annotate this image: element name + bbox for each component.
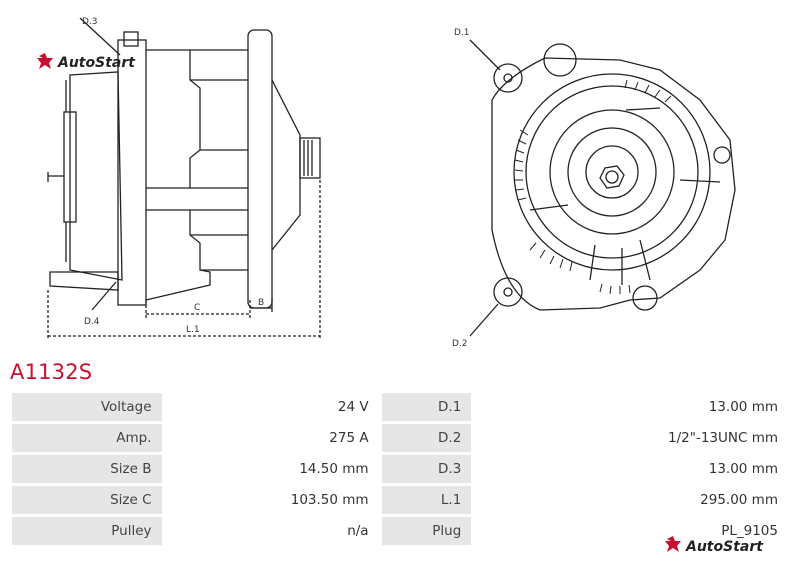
label-d4: D.4	[84, 317, 100, 327]
table-row: Pulley n/a Plug PL_9105	[12, 517, 788, 545]
spec-label: Size B	[12, 455, 162, 483]
table-row: Voltage 24 V D.1 13.00 mm	[12, 393, 788, 421]
label-d2: D.2	[452, 339, 468, 349]
alternator-technical-drawing: D.3 D.4 C B L.1 D.1 D.2	[47, 17, 736, 349]
autostart-logo-top: AutoStart	[37, 53, 136, 71]
brand-emblem-icon	[665, 536, 681, 552]
brand-emblem-icon	[37, 53, 53, 69]
table-row: Size B 14.50 mm D.3 13.00 mm	[12, 455, 788, 483]
spec-label: Amp.	[12, 424, 162, 452]
specifications-table: Voltage 24 V D.1 13.00 mm Amp. 275 A D.2…	[9, 390, 791, 548]
spec-value: 295.00 mm	[474, 486, 788, 514]
spec-value: 13.00 mm	[474, 455, 788, 483]
label-d1: D.1	[454, 28, 470, 38]
spec-label: D.3	[381, 455, 472, 483]
spec-label: Pulley	[12, 517, 162, 545]
spec-value: PL_9105	[474, 517, 788, 545]
label-d3: D.3	[82, 17, 98, 27]
label-l1: L.1	[186, 325, 200, 335]
spec-label: D.1	[381, 393, 472, 421]
spec-value: 275 A	[164, 424, 379, 452]
svg-text:AutoStart: AutoStart	[57, 55, 136, 71]
spec-label: D.2	[381, 424, 472, 452]
spec-value: 24 V	[164, 393, 379, 421]
part-number-title: A1132S	[10, 360, 93, 384]
spec-label: Voltage	[12, 393, 162, 421]
spec-label: Size C	[12, 486, 162, 514]
label-b: B	[258, 298, 264, 308]
autostart-logo-bottom: AutoStart	[665, 536, 764, 555]
spec-value: 103.50 mm	[164, 486, 379, 514]
table-row: Amp. 275 A D.2 1/2"-13UNC mm	[12, 424, 788, 452]
table-row: Size C 103.50 mm L.1 295.00 mm	[12, 486, 788, 514]
spec-value: 1/2"-13UNC mm	[474, 424, 788, 452]
spec-value: n/a	[164, 517, 379, 545]
spec-label: L.1	[381, 486, 472, 514]
spec-value: 13.00 mm	[474, 393, 788, 421]
label-c: C	[194, 303, 200, 313]
svg-text:AutoStart: AutoStart	[685, 539, 764, 555]
spec-value: 14.50 mm	[164, 455, 379, 483]
spec-label: Plug	[381, 517, 472, 545]
